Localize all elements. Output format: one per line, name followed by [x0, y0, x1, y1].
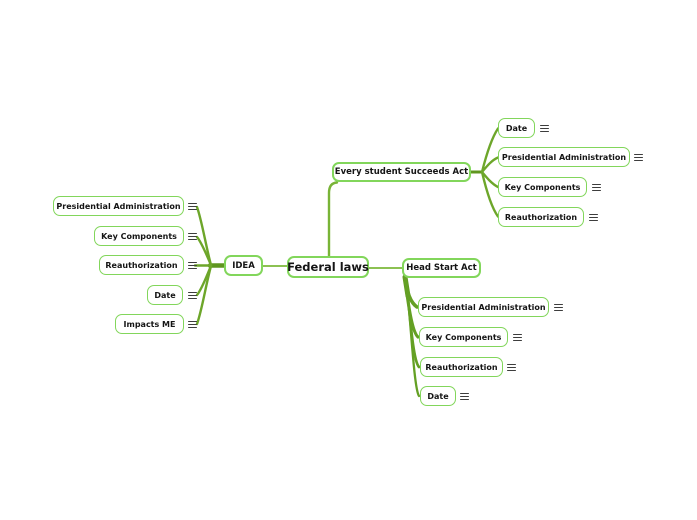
topic-every-student-succeeds-act[interactable]: Every student Succeeds Act — [332, 162, 471, 182]
subtopic-date[interactable]: Date — [498, 118, 535, 138]
branch-idea-c4 — [195, 264, 213, 326]
branch-idea-c1 — [195, 235, 213, 267]
topic-head-start-act[interactable]: Head Start Act — [402, 258, 481, 278]
topic-idea[interactable]: IDEA — [224, 255, 263, 276]
branch-essa-c1 — [480, 156, 500, 174]
subtopic-key-components[interactable]: Key Components — [419, 327, 508, 347]
subtopic-key-components[interactable]: Key Components — [94, 226, 184, 246]
branch-hsa-c3 — [404, 276, 421, 398]
subtopic-reauthorization[interactable]: Reauthorization — [99, 255, 184, 275]
subtopic-reauthorization[interactable]: Reauthorization — [420, 357, 503, 377]
subtopic-presidential-administration[interactable]: Presidential Administration — [418, 297, 549, 317]
hamburger-icon[interactable] — [540, 124, 549, 133]
hamburger-icon[interactable] — [188, 202, 197, 211]
subtopic-presidential-administration[interactable]: Presidential Administration — [53, 196, 184, 216]
subtopic-reauthorization[interactable]: Reauthorization — [498, 207, 584, 227]
branch-idea-c0 — [195, 205, 213, 267]
hamburger-icon[interactable] — [188, 261, 197, 270]
subtopic-impacts-me[interactable]: Impacts ME — [115, 314, 184, 334]
hamburger-icon[interactable] — [188, 232, 197, 241]
hamburger-icon[interactable] — [460, 392, 469, 401]
branch-essa-c3 — [480, 170, 500, 218]
hamburger-icon[interactable] — [592, 183, 601, 192]
hamburger-icon[interactable] — [589, 213, 598, 222]
hamburger-icon[interactable] — [188, 320, 197, 329]
hamburger-icon[interactable] — [634, 153, 643, 162]
topic-federal-laws[interactable]: Federal laws — [287, 256, 369, 278]
connector-center-essa — [327, 181, 339, 259]
subtopic-date[interactable]: Date — [147, 285, 183, 305]
subtopic-presidential-administration[interactable]: Presidential Administration — [498, 147, 630, 167]
hamburger-icon[interactable] — [513, 333, 522, 342]
subtopic-date[interactable]: Date — [420, 386, 456, 406]
branch-essa-c0 — [480, 127, 500, 174]
subtopic-key-components[interactable]: Key Components — [498, 177, 587, 197]
hamburger-icon[interactable] — [188, 291, 197, 300]
hamburger-icon[interactable] — [507, 363, 516, 372]
hamburger-icon[interactable] — [554, 303, 563, 312]
